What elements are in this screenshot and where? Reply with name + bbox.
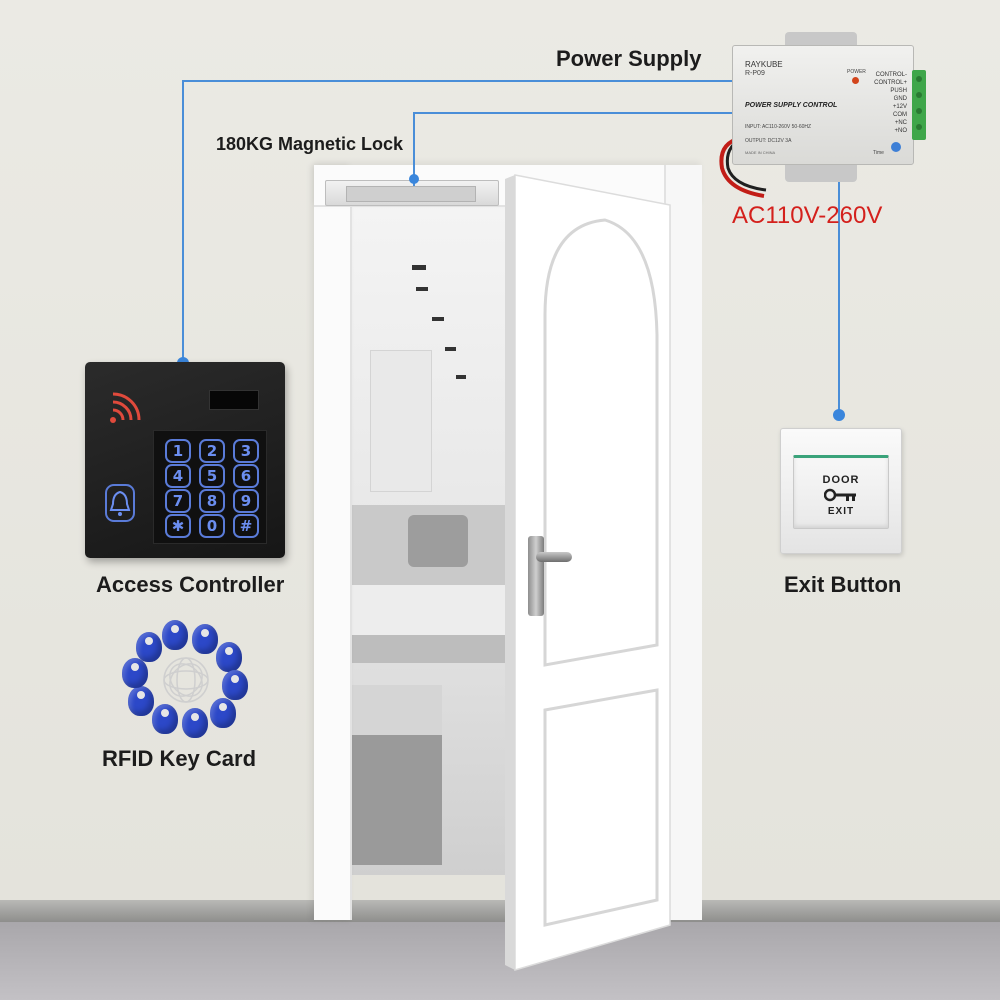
rfid-tag — [136, 632, 162, 662]
terminal-label: +NC — [894, 120, 907, 126]
keypad-key[interactable]: 2 — [199, 439, 225, 463]
rfid-tag — [210, 698, 236, 728]
exit-button-exit-text: EXIT — [827, 506, 855, 517]
carpet-floor — [0, 922, 1000, 1000]
door-handle-plate — [528, 536, 544, 616]
ac-voltage-label: AC110V-260V — [732, 202, 883, 229]
keypad-key[interactable]: 1 — [165, 439, 191, 463]
sofa-base — [350, 635, 515, 663]
power-supply-output: OUTPUT: DC12V 3A — [745, 138, 792, 144]
power-supply-title: POWER SUPPLY CONTROL — [745, 102, 838, 109]
power-supply-label: Power Supply — [556, 46, 702, 71]
coffee-table-side — [350, 735, 442, 865]
keypad-key[interactable]: 4 — [165, 464, 191, 488]
rfid-tag — [222, 670, 248, 700]
room-interior — [350, 205, 515, 875]
terminal-label: CONTROL+ — [874, 80, 907, 86]
door — [505, 174, 671, 971]
keypad-key[interactable]: 5 — [199, 464, 225, 488]
magnetic-lock — [325, 180, 499, 206]
sofa-seat — [350, 585, 515, 635]
ceiling-light — [416, 287, 428, 291]
wire-controller-vertical — [182, 80, 184, 365]
rfid-key-card-label: RFID Key Card — [102, 746, 257, 771]
wire-lock-horizontal — [413, 112, 735, 114]
wire-exit-vertical — [838, 180, 840, 416]
key-icon — [824, 488, 856, 502]
door-frame — [314, 165, 352, 920]
power-supply-bracket — [785, 32, 857, 48]
rfid-tag — [182, 708, 208, 738]
access-controller-label: Access Controller — [96, 572, 285, 597]
terminal-block — [912, 70, 926, 140]
exit-button-plate: DOOR EXIT — [780, 428, 902, 554]
ceiling-light — [432, 317, 444, 321]
rfid-tag — [216, 642, 242, 672]
doorbell-icon[interactable] — [105, 484, 135, 522]
key-ring — [163, 657, 209, 703]
terminal-label: GND — [893, 96, 907, 102]
timer-knob-label: Time — [873, 150, 884, 156]
terminal-label: CONTROL- — [875, 72, 907, 78]
coffee-table — [350, 685, 442, 735]
power-supply-brand: RAYKUBE — [745, 60, 783, 69]
terminal-label: +12V — [892, 104, 907, 110]
keypad-key[interactable]: 6 — [233, 464, 259, 488]
rfid-key-tags — [120, 620, 252, 740]
power-supply-unit: RAYKUBE R-P09 POWER POWER SUPPLY CONTROL… — [732, 45, 914, 165]
power-supply-bracket — [785, 160, 857, 182]
power-supply-model: R-P09 — [745, 70, 765, 77]
keypad-key[interactable]: 9 — [233, 489, 259, 513]
access-controller-device: 1 2 3 4 5 6 7 8 9 ✱ 0 # — [85, 362, 285, 558]
keypad-key[interactable]: # — [233, 514, 259, 538]
terminal-label: PUSH — [890, 88, 907, 94]
rfid-tag — [162, 620, 188, 650]
door-arched-panel — [543, 218, 659, 667]
rfid-tag — [128, 686, 154, 716]
power-indicator-label: POWER — [847, 69, 866, 75]
display-window — [209, 390, 259, 410]
door-handle-lever[interactable] — [536, 552, 572, 562]
door-lower-panel — [543, 688, 659, 927]
terminal-label: COM — [893, 112, 907, 118]
connection-dot-lock — [409, 174, 419, 184]
exit-button-door-text: DOOR — [822, 474, 860, 486]
power-supply-input: INPUT: AC110-260V 50-60HZ — [745, 124, 812, 130]
exit-button-label: Exit Button — [784, 572, 902, 597]
power-supply-origin: MADE IN CHINA — [745, 150, 776, 155]
sofa-cushion — [408, 515, 468, 567]
rfid-tag — [152, 704, 178, 734]
ceiling-light — [445, 347, 456, 351]
magnetic-lock-label: 180KG Magnetic Lock — [216, 134, 404, 154]
connection-dot-exit — [833, 409, 845, 421]
timer-knob[interactable] — [891, 142, 901, 152]
terminal-label: +NO — [894, 128, 907, 134]
keypad-key[interactable]: 8 — [199, 489, 225, 513]
wire-controller-horizontal — [182, 80, 734, 82]
ceiling-light — [456, 375, 466, 379]
ceiling-light — [412, 265, 426, 270]
exit-button[interactable]: DOOR EXIT — [793, 455, 889, 529]
keypad-key[interactable]: 3 — [233, 439, 259, 463]
magnetic-lock-plate — [346, 186, 476, 202]
baseboard — [0, 900, 1000, 922]
wire-lock-vertical — [413, 112, 415, 186]
power-indicator-led — [852, 77, 859, 84]
keypad-key[interactable]: 0 — [199, 514, 225, 538]
door-edge — [505, 175, 515, 970]
rfid-tag — [192, 624, 218, 654]
rfid-tag — [122, 658, 148, 688]
keypad-key[interactable]: 7 — [165, 489, 191, 513]
interior-wall-panel — [370, 350, 432, 492]
rfid-signal-icon — [110, 392, 141, 423]
keypad-key[interactable]: ✱ — [165, 514, 191, 538]
